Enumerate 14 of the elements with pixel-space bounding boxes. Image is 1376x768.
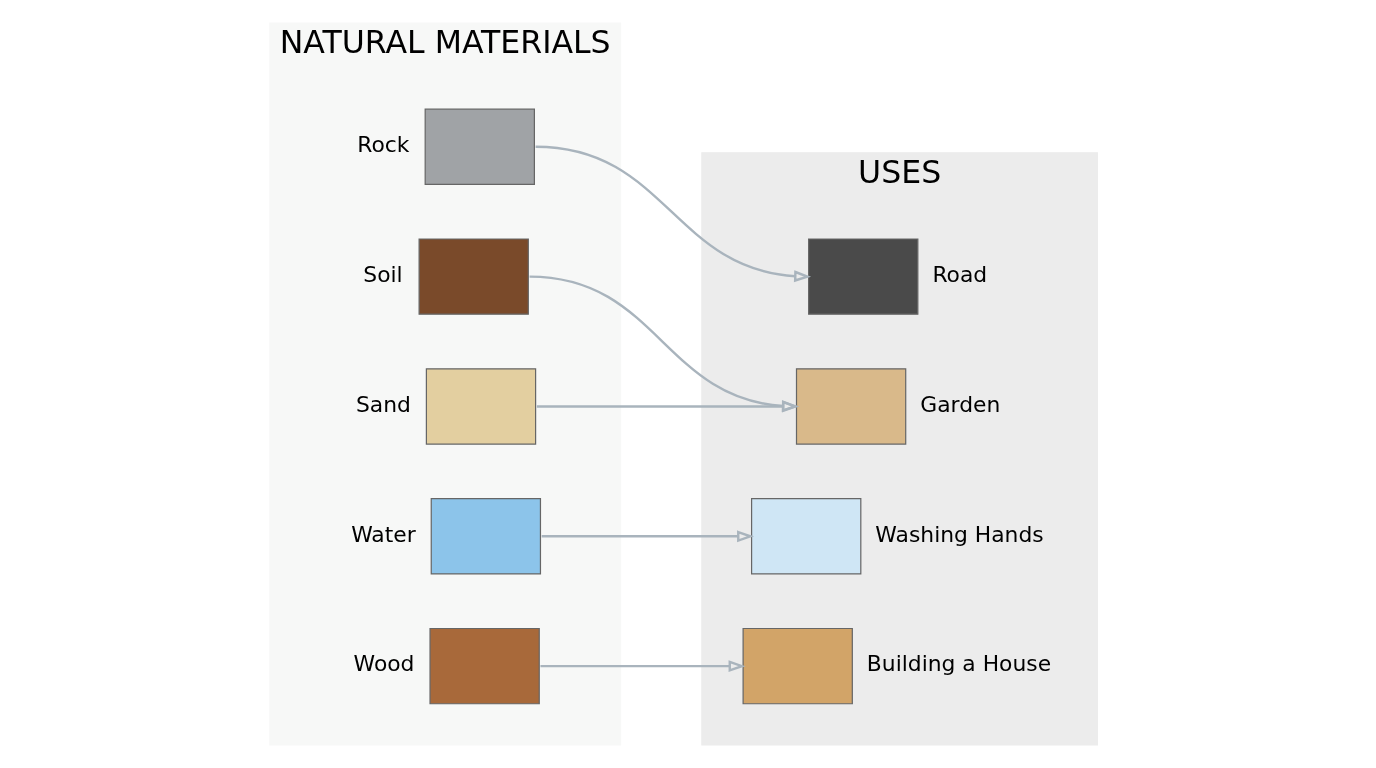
arrow	[541, 530, 754, 543]
node-label: Soil	[362, 261, 403, 287]
node-label: Water	[350, 521, 416, 547]
arrow	[536, 400, 799, 413]
node-label: Garden	[919, 391, 1000, 417]
node-label: Wood	[353, 651, 414, 677]
arrow	[528, 275, 799, 412]
node-label: Sand	[355, 391, 411, 417]
node-label: Road	[931, 261, 987, 287]
node-label: Building a House	[866, 651, 1051, 677]
arrow	[539, 660, 746, 673]
node-label: Washing Hands	[874, 521, 1044, 547]
arrow	[535, 145, 811, 283]
node-label: Rock	[356, 132, 409, 158]
